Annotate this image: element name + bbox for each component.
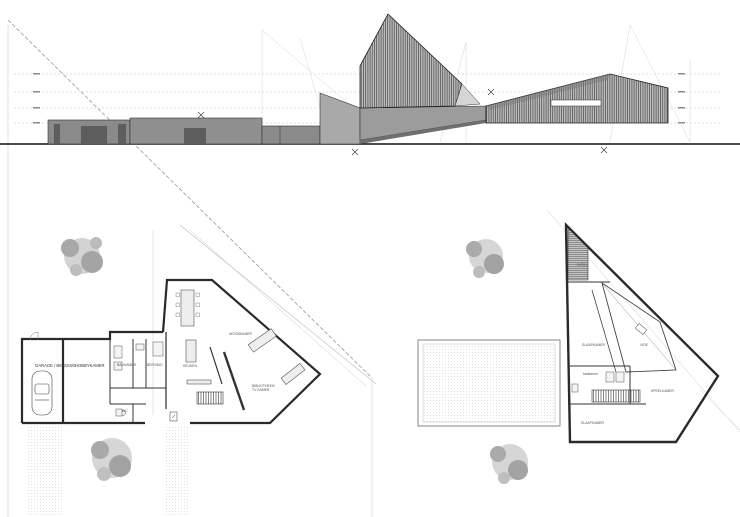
tree <box>91 438 132 481</box>
room-label-wc: WC <box>122 409 128 413</box>
staircase <box>196 391 224 405</box>
room-label-void: VIDE <box>640 343 649 347</box>
sofa <box>280 363 306 385</box>
patio-area <box>567 227 589 281</box>
dining-table <box>180 289 195 327</box>
bathroom-fixtures <box>113 341 164 417</box>
entrance-marker <box>169 411 178 422</box>
lower-roof-surface <box>422 343 556 423</box>
room-label-patio: PATIO <box>577 263 587 267</box>
car-icon <box>31 370 53 416</box>
section-markers <box>197 88 608 156</box>
sofa <box>247 328 277 353</box>
room-label-bathroom: badkamer <box>583 372 599 376</box>
tree <box>490 444 528 484</box>
room-label-garage: GARAGE / BERGING <box>35 363 76 368</box>
level-markers <box>33 73 685 124</box>
tower-roof <box>359 13 463 109</box>
kitchen-counter <box>186 379 212 385</box>
kitchen-island <box>185 339 197 363</box>
room-label-bedroom-top: SLAAPKAMER <box>582 343 606 347</box>
ribbon-window <box>550 99 602 107</box>
driveway <box>26 425 64 515</box>
site-boundary-line <box>7 19 373 379</box>
room-label-library: BIBLIOTHEEK/TV KAMER <box>252 384 275 392</box>
furniture <box>180 289 306 385</box>
tree <box>61 237 103 276</box>
footpath <box>166 425 190 515</box>
first-floor-outer-wall <box>564 222 720 444</box>
room-label-living: WOONKAMER <box>229 332 253 336</box>
room-label-playroom: SPEELKAMER <box>651 389 675 393</box>
lower-roof-outline <box>417 339 561 427</box>
ground-floor-plan: GARAGE / BERGING HOBBYKAMER BADKAMER BER… <box>20 224 377 515</box>
tree <box>466 239 504 278</box>
central-volume-facade <box>319 13 487 145</box>
room-label-hobby: HOBBYKAMER <box>75 363 105 368</box>
dining-chairs <box>175 292 200 317</box>
room-label-bathroom: BADKAMER <box>117 363 137 367</box>
low-wing-facade <box>47 117 321 145</box>
room-label-storage: BERGING <box>147 363 163 367</box>
room-label-kitchen: KEUKEN <box>183 364 197 368</box>
right-wing-facade <box>485 73 669 124</box>
bathroom-fixtures <box>571 371 625 393</box>
staircase <box>591 389 641 403</box>
garage-door <box>81 126 107 144</box>
room-label-bedroom-bottom: SLAAPKAMER <box>581 421 605 425</box>
elevation-view <box>0 13 740 517</box>
first-floor-plan: PATIO SLAAPKAMER VIDE badkamer SPEELKAME… <box>417 209 740 484</box>
window <box>184 128 206 144</box>
door <box>118 124 126 144</box>
furniture <box>634 323 648 335</box>
door <box>54 124 60 144</box>
door-swing <box>29 331 39 341</box>
